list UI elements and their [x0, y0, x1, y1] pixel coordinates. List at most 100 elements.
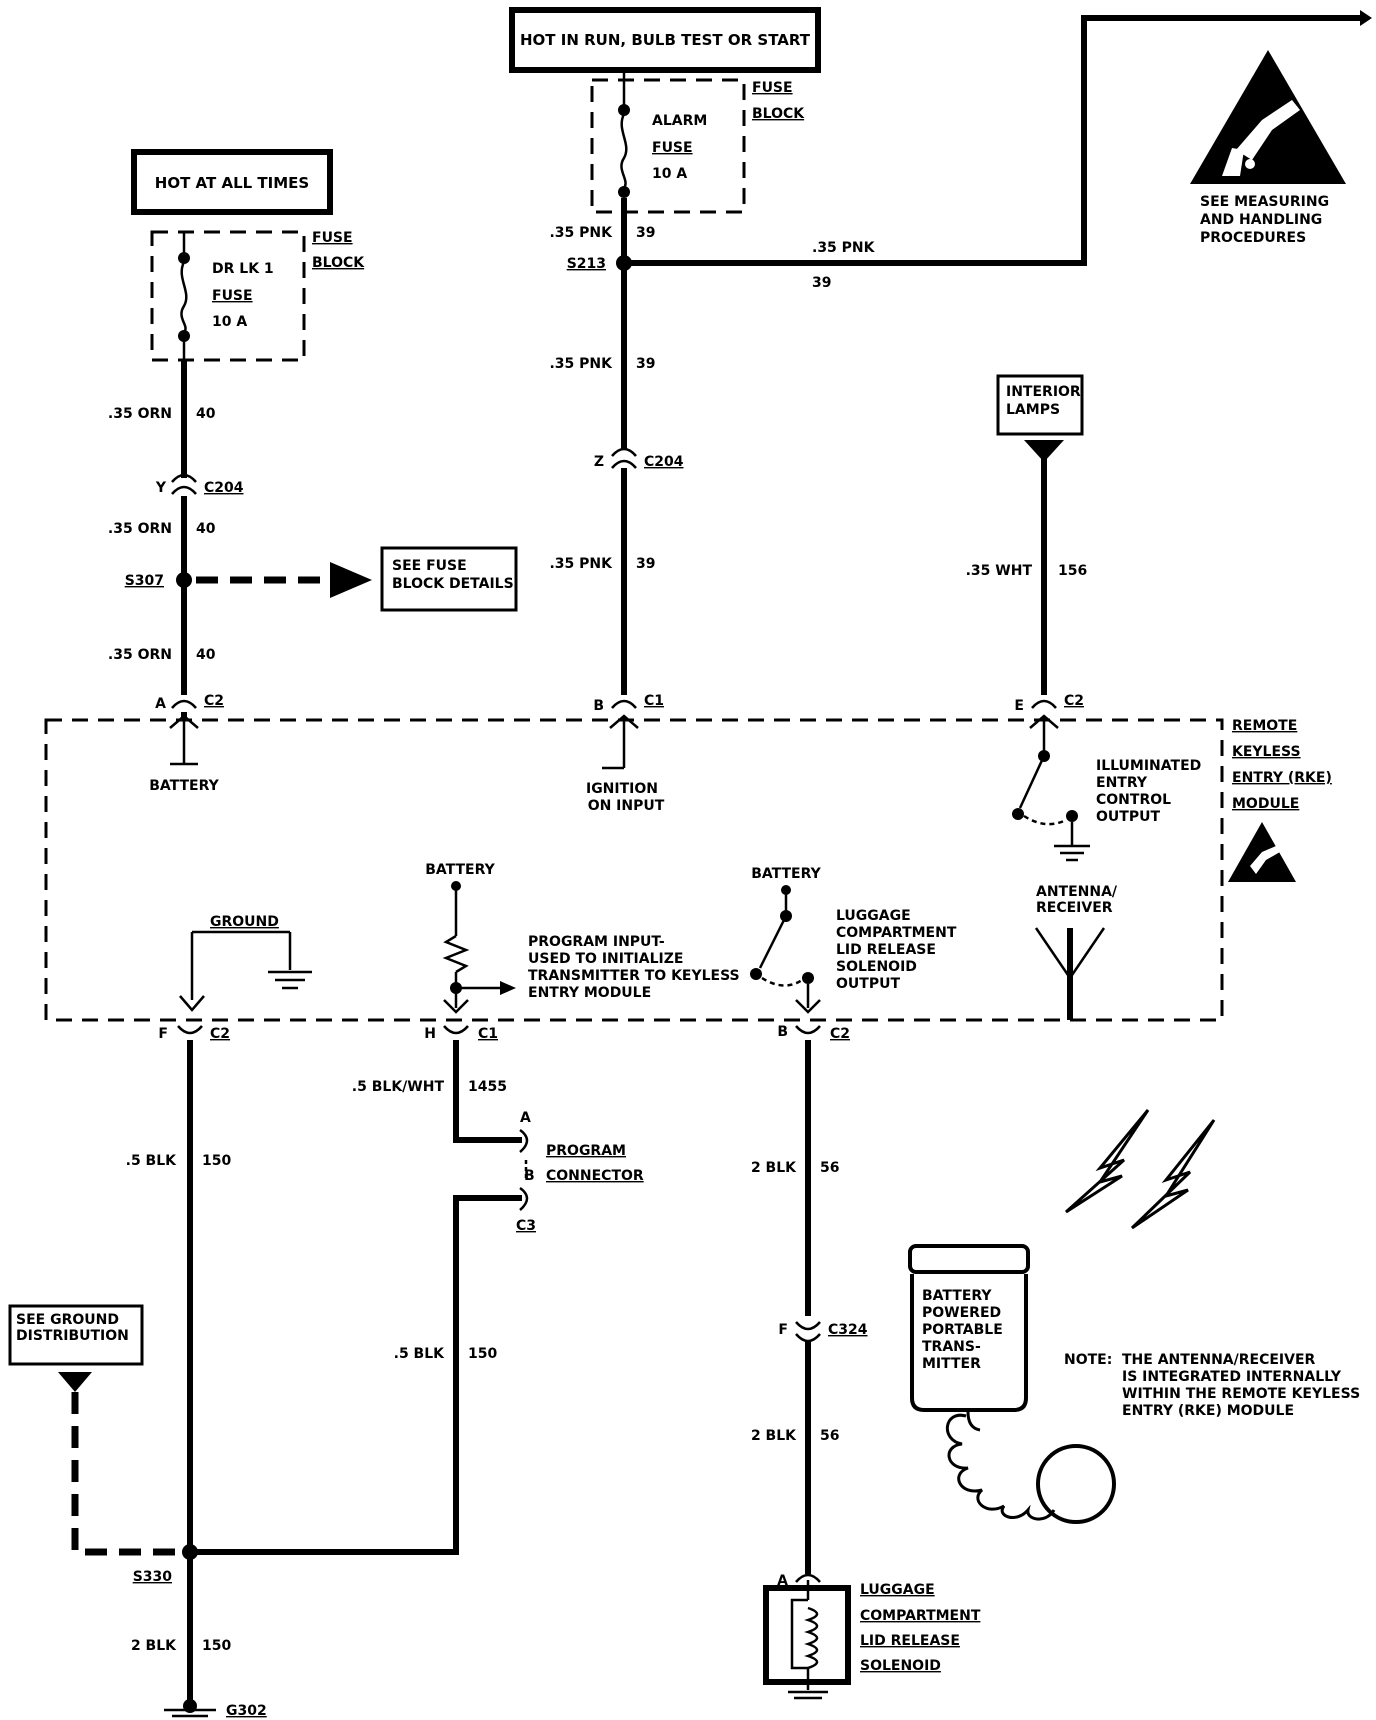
esd-line2: AND HANDLING — [1200, 212, 1322, 228]
wire-blk56-circuit-1: 56 — [820, 1160, 839, 1176]
interior-lamps-box: INTERIOR LAMPS — [996, 374, 1084, 436]
connector-c204-mid — [611, 447, 637, 469]
antenna-line2: RECEIVER — [1036, 900, 1113, 916]
transmitter-icon — [908, 1244, 1116, 1524]
wire-wht-circuit: 156 — [1058, 563, 1087, 579]
pin-z: Z — [594, 454, 604, 470]
solenoid-line3: LID RELEASE — [860, 1633, 960, 1649]
pin-h-c1: H — [424, 1026, 436, 1042]
s213-branch-wire — [624, 15, 1360, 266]
fuse-left-name: DR LK 1 — [212, 261, 274, 277]
lug-line4: SOLENOID — [836, 959, 917, 975]
module-esd-icon — [1228, 822, 1296, 882]
antenna-line1: ANTENNA/ — [1036, 884, 1118, 900]
wire-wht-size: .35 WHT — [966, 563, 1033, 579]
circuit-150-c3-wire — [190, 1195, 522, 1555]
prog-line1: PROGRAM INPUT- — [528, 934, 665, 950]
prog-pin-b: B — [524, 1168, 535, 1184]
program-input-resistor — [442, 881, 516, 1014]
wire-pnk-circuit-3: 39 — [636, 556, 655, 572]
c1-pin-h-label: C1 — [478, 1026, 498, 1042]
wire-pnk-size-1: .35 PNK — [549, 225, 613, 241]
s213-label: S213 — [567, 256, 606, 272]
solenoid-line2: COMPARTMENT — [860, 1608, 981, 1624]
module-battery-a: BATTERY — [149, 778, 219, 794]
wire-blkwht-size: .5 BLK/WHT — [352, 1079, 445, 1095]
prog-line4: ENTRY MODULE — [528, 985, 651, 1001]
wire-blk56-size-1: 2 BLK — [751, 1160, 797, 1176]
ground-dist-line2: DISTRIBUTION — [16, 1328, 129, 1344]
prog-pin-a: A — [520, 1110, 531, 1126]
splice-s330 — [182, 1544, 198, 1560]
hot-at-all-times-label: HOT AT ALL TIMES — [155, 174, 309, 192]
c2-pin-b-label: C2 — [830, 1026, 850, 1042]
module-title-4: MODULE — [1232, 796, 1299, 812]
wire-pnk-circuit-1: 39 — [636, 225, 655, 241]
wire-orn-size-3: .35 ORN — [108, 647, 172, 663]
rke-module-box — [44, 718, 1224, 1022]
interior-lamps-line1: INTERIOR — [1006, 384, 1081, 400]
fuse-details-line2: BLOCK DETAILS — [392, 576, 514, 592]
module-title-1: REMOTE — [1232, 718, 1297, 734]
wire-pnk-circuit-branch: 39 — [812, 275, 831, 291]
pin-b-c2: B — [777, 1024, 788, 1040]
lug-line5: OUTPUT — [836, 976, 900, 992]
luggage-output-switch — [750, 885, 821, 1014]
luggage-solenoid — [763, 1573, 851, 1700]
module-battery-lug: BATTERY — [751, 866, 821, 882]
illum-line4: OUTPUT — [1096, 809, 1160, 825]
fuse-mid-word: FUSE — [652, 140, 693, 156]
fuse-mid-name: ALARM — [652, 113, 707, 129]
wire-blkwht-circuit: 1455 — [468, 1079, 507, 1095]
connector-c2-pin-b — [795, 1025, 821, 1035]
pin-b-c1: B — [593, 698, 604, 714]
fuse-left-word: FUSE — [212, 288, 253, 304]
c1-pin-b-label: C1 — [644, 693, 664, 709]
ground-label: GROUND — [210, 914, 279, 930]
pin-f-c324: F — [778, 1322, 788, 1338]
ground-dist-dashed-lead — [71, 1392, 178, 1556]
program-connector-line1: PROGRAM — [546, 1143, 626, 1159]
fuse-details-line1: SEE FUSE — [392, 558, 467, 574]
s307-label: S307 — [125, 573, 164, 589]
connector-c2-pin-a — [169, 699, 199, 766]
wire-pnk-size-2: .35 PNK — [549, 356, 613, 372]
fuse-mid-rating: 10 A — [652, 166, 687, 182]
hot-at-all-times-box: HOT AT ALL TIMES — [131, 149, 333, 215]
ground-distribution-box: SEE GROUND DISTRIBUTION — [8, 1304, 144, 1366]
program-connector-line2: CONNECTOR — [546, 1168, 644, 1184]
ground-g302-icon — [164, 1699, 216, 1718]
hot-in-run-label: HOT IN RUN, BULB TEST OR START — [520, 31, 811, 49]
wire-orn-circuit-2: 40 — [196, 521, 216, 537]
lug-line1: LUGGAGE — [836, 908, 911, 924]
wire-orn-circuit-1: 40 — [196, 406, 216, 422]
pin-a-solenoid: A — [777, 1573, 788, 1589]
note-label: NOTE: — [1064, 1352, 1112, 1368]
wire-blk150-circuit: 150 — [202, 1638, 231, 1654]
prog-line3: TRANSMITTER TO KEYLESS — [528, 968, 740, 984]
ground-dist-arrow-icon — [58, 1372, 92, 1392]
c2-pin-a-label: C2 — [204, 693, 224, 709]
pin-e: E — [1014, 698, 1024, 714]
s330-label: S330 — [133, 1569, 173, 1585]
circuit-1455-wire — [453, 1040, 522, 1143]
illum-line1: ILLUMINATED — [1096, 758, 1201, 774]
wire-blk-c3-size: .5 BLK — [394, 1346, 446, 1362]
note-line3: WITHIN THE REMOTE KEYLESS — [1122, 1386, 1360, 1402]
lug-line2: COMPARTMENT — [836, 925, 957, 941]
solenoid-line1: LUGGAGE — [860, 1582, 935, 1598]
wire-pnk-circuit-2: 39 — [636, 356, 655, 372]
prog-line2: USED TO INITIALIZE — [528, 951, 683, 967]
c2-pin-f-label: C2 — [210, 1026, 230, 1042]
pin-a-c2: A — [155, 696, 166, 712]
wire-pnk-size-3: .35 PNK — [549, 556, 613, 572]
wire-blk150-size: 2 BLK — [131, 1638, 177, 1654]
connector-c2-pin-e — [1012, 699, 1090, 862]
transmitter-line5: MITTER — [922, 1356, 981, 1372]
c2-pin-e-label: C2 — [1064, 693, 1084, 709]
pin-f-c2: F — [158, 1026, 168, 1042]
c204-left-label: C204 — [204, 480, 244, 496]
esd-line1: SEE MEASURING — [1200, 194, 1329, 210]
connector-c1-pin-b — [602, 699, 639, 770]
branch-arrow-icon — [1360, 10, 1372, 26]
